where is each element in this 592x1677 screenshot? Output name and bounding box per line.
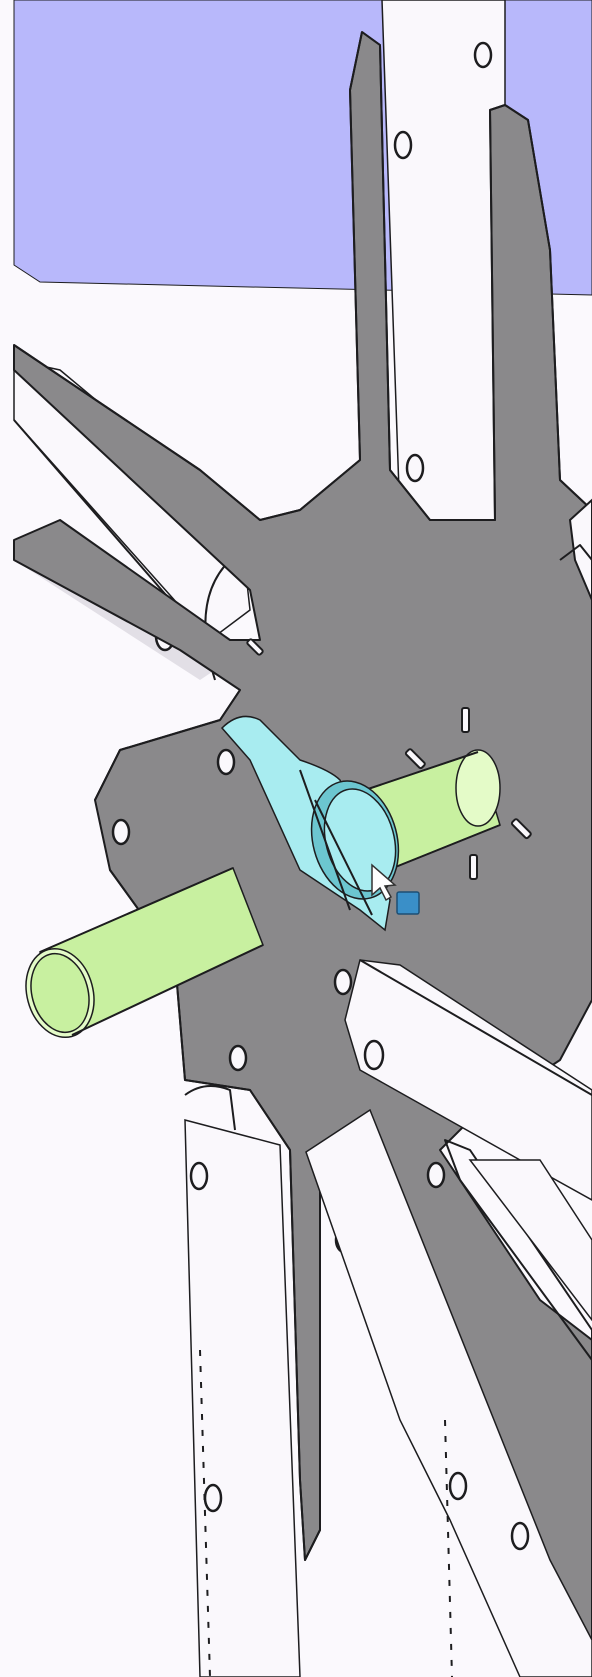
tube-bottom-left[interactable]: [184, 1085, 301, 1677]
shaft-front[interactable]: [16, 867, 264, 1045]
shaft-rear[interactable]: [364, 749, 501, 872]
tube-lower-right[interactable]: [344, 959, 592, 1201]
tube-bottom-right[interactable]: [305, 1108, 592, 1677]
frame-cutout: [444, 1139, 592, 1361]
tube-upper[interactable]: [381, 0, 506, 541]
